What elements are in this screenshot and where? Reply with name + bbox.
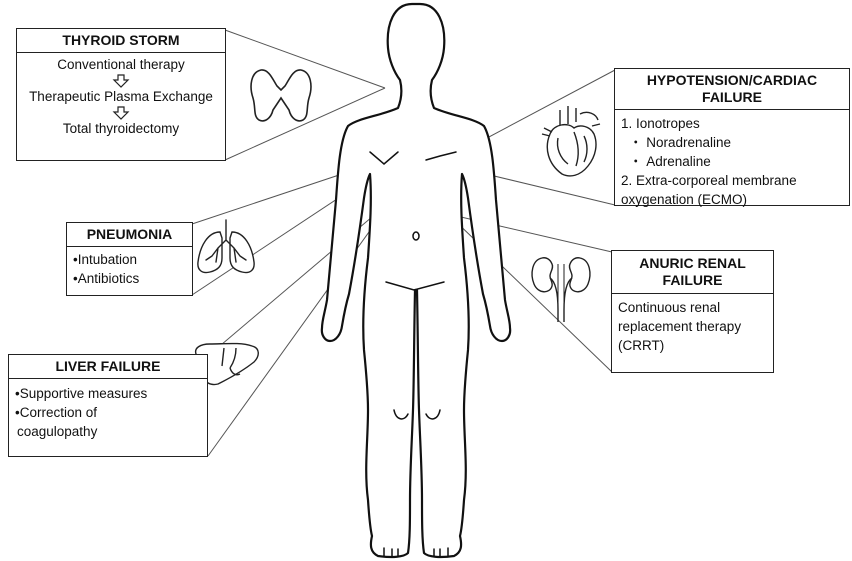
kidneys-icon bbox=[528, 254, 594, 324]
liver-line-3: coagulopathy bbox=[15, 422, 201, 441]
hypotension-title: HYPOTENSION/CARDIAC FAILURE bbox=[615, 69, 849, 110]
down-arrow-icon bbox=[112, 106, 130, 120]
thyroid-step-2: Therapeutic Plasma Exchange bbox=[23, 88, 219, 106]
hypotension-box: HYPOTENSION/CARDIAC FAILURE 1. Ionotrope… bbox=[614, 68, 850, 206]
thyroid-icon bbox=[245, 64, 317, 126]
hypotension-line-1: 1. Ionotropes bbox=[621, 114, 843, 133]
hypotension-line-3: ・ Adrenaline bbox=[621, 152, 843, 171]
renal-title-line-2: FAILURE bbox=[616, 272, 769, 289]
renal-title-line-1: ANURIC RENAL bbox=[616, 255, 769, 272]
pneumonia-box: PNEUMONIA •Intubation •Antibiotics bbox=[66, 222, 193, 296]
renal-line-2: replacement therapy bbox=[618, 317, 767, 336]
pneumonia-line-2: •Antibiotics bbox=[73, 269, 186, 288]
pneumonia-title: PNEUMONIA bbox=[67, 223, 192, 247]
liver-line-2: •Correction of bbox=[15, 403, 201, 422]
thyroid-step-3: Total thyroidectomy bbox=[23, 120, 219, 138]
thyroid-step-1: Conventional therapy bbox=[23, 56, 219, 74]
renal-box: ANURIC RENAL FAILURE Continuous renal re… bbox=[611, 250, 774, 373]
hypotension-line-5: oxygenation (ECMO) bbox=[621, 190, 843, 209]
renal-title: ANURIC RENAL FAILURE bbox=[612, 251, 773, 294]
thyroid-storm-box: THYROID STORM Conventional therapy Thera… bbox=[16, 28, 226, 161]
liver-title: LIVER FAILURE bbox=[9, 355, 207, 379]
hypotension-line-4: 2. Extra-corporeal membrane bbox=[621, 171, 843, 190]
pneumonia-line-1: •Intubation bbox=[73, 250, 186, 269]
down-arrow-icon bbox=[112, 74, 130, 88]
heart-icon bbox=[540, 104, 602, 180]
lungs-icon bbox=[194, 218, 258, 278]
renal-line-1: Continuous renal bbox=[618, 298, 767, 317]
liver-box: LIVER FAILURE •Supportive measures •Corr… bbox=[8, 354, 208, 457]
hypotension-line-2: ・ Noradrenaline bbox=[621, 133, 843, 152]
liver-line-1: •Supportive measures bbox=[15, 384, 201, 403]
thyroid-storm-title: THYROID STORM bbox=[17, 29, 225, 53]
renal-line-3: (CRRT) bbox=[618, 336, 767, 355]
